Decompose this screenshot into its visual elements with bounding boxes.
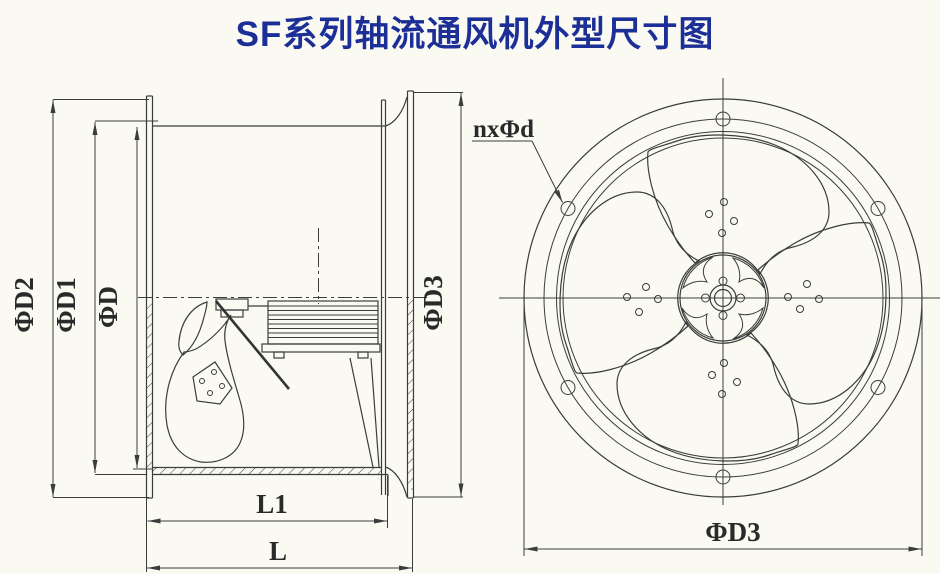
dim-label-phi-d2: ΦD2 (9, 277, 39, 332)
front-view: nxΦd ΦD3 (472, 78, 940, 556)
blade-edge-line (214, 300, 291, 390)
dim-label-l: L (269, 536, 287, 566)
inner-ring-inner (562, 137, 884, 459)
bolt-holes (560, 111, 886, 485)
hub-blade-roots (681, 256, 765, 340)
impeller-section (165, 298, 291, 463)
dim-label-phi-d3-front: ΦD3 (705, 517, 760, 547)
shaft-bore-inner (713, 288, 733, 308)
blade-rivet-holes (623, 198, 823, 398)
blade (745, 222, 887, 405)
motor (261, 300, 381, 468)
dim-label-bolt-pattern: nxΦd (473, 116, 534, 143)
blade-body-section (165, 314, 245, 463)
dim-phi-d2: ΦD2 (9, 99, 149, 498)
dim-label-phi-d1: ΦD1 (51, 277, 81, 332)
dim-phi-d3-front: ΦD3 (523, 300, 923, 556)
dim-label-l1: L1 (256, 489, 288, 519)
blade (616, 320, 799, 462)
hub (679, 254, 767, 342)
bolt-circle (543, 118, 903, 478)
dim-phi-d1: ΦD1 (51, 120, 158, 475)
bolt-pattern-callout: nxΦd (472, 116, 563, 203)
blade (559, 191, 701, 374)
fan-blades (559, 134, 887, 462)
dim-label-phi-d3-side: ΦD3 (418, 275, 448, 330)
dim-phi-d: ΦD (93, 127, 152, 470)
page-title: SF系列轴流通风机外型尺寸图 (236, 15, 715, 54)
side-view: ΦD2 ΦD1 ΦD ΦD3 L1 (9, 90, 464, 572)
dim-phi-d3-side: ΦD3 (413, 92, 464, 498)
fan-casing (152, 90, 415, 499)
motor-bracket (349, 357, 374, 468)
impeller (559, 134, 887, 462)
outer-flange-circle (523, 98, 923, 498)
dim-l: L (146, 498, 413, 572)
dim-l1: L1 (147, 476, 388, 528)
dim-label-phi-d: ΦD (93, 286, 123, 328)
leader-line (531, 140, 563, 203)
inner-ring-outer (556, 131, 890, 465)
motor-clamp-band (261, 343, 381, 353)
blade-tip-section (178, 301, 208, 356)
blade-mount-plate (192, 361, 233, 405)
